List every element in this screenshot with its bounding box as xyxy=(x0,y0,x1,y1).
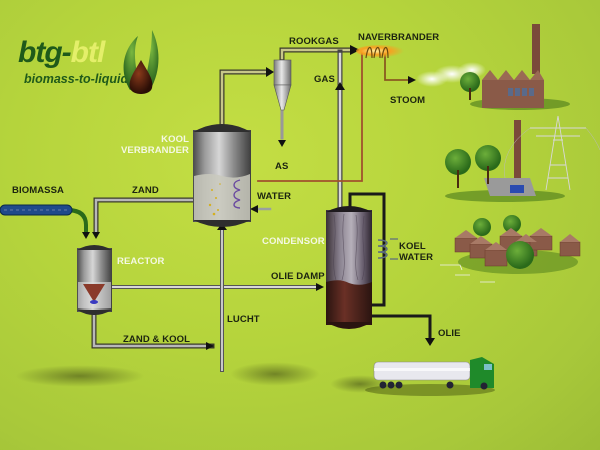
label-zand-kool: ZAND & KOOL xyxy=(123,334,191,345)
oil-tanker-truck-icon xyxy=(365,357,495,396)
label-zand: ZAND xyxy=(132,185,159,196)
factory-icon xyxy=(460,24,570,110)
arrow-head xyxy=(92,232,100,239)
label-biomassa: BIOMASSA xyxy=(12,185,64,196)
pipe-sand-return xyxy=(93,197,196,235)
arrow-head xyxy=(408,76,416,84)
cyclone-separator xyxy=(273,59,292,111)
power-pylon-icon xyxy=(504,115,600,191)
label-condensor: CONDENSOR xyxy=(262,236,325,247)
biomass-conveyor xyxy=(0,204,73,216)
logo-btg: btg- xyxy=(18,36,72,69)
arrow-head xyxy=(250,205,258,213)
arrow-head xyxy=(82,232,90,239)
pipe-flue-gas-to-cyclone xyxy=(219,69,269,128)
pipe-oil-out xyxy=(370,314,432,342)
arrow-head xyxy=(316,283,324,291)
arrow-head xyxy=(278,140,286,147)
label-water: WATER xyxy=(257,191,292,202)
logo-btl: btl xyxy=(70,36,106,69)
pyrolysis-reactor-vessel xyxy=(77,245,112,315)
arrow-head xyxy=(206,342,214,350)
label-lucht: LUCHT xyxy=(227,314,260,325)
logo-leaf-drop-icon xyxy=(123,30,159,94)
logo-tagline: biomass-to-liquid xyxy=(24,72,129,86)
label-stoom: STOOM xyxy=(390,95,426,106)
arrow-head xyxy=(266,67,274,77)
housing-district-icon xyxy=(440,215,581,283)
pipe-condensor-loop xyxy=(348,192,386,307)
pipe-hot-water xyxy=(257,51,363,182)
arrow-head xyxy=(335,82,345,90)
label-as: AS xyxy=(275,161,289,172)
ground-shadow xyxy=(15,365,145,387)
arrow-head xyxy=(425,338,435,346)
arrow-head xyxy=(350,45,360,55)
label-koel-water: WATER xyxy=(399,252,434,263)
label-rookgas: ROOKGAS xyxy=(289,36,339,47)
label-olie: OLIE xyxy=(438,328,461,339)
logo-wordmark: btg-btl xyxy=(18,36,106,70)
label-olie-damp: OLIE DAMP xyxy=(271,271,325,282)
power-plant-icon xyxy=(445,120,565,202)
label-naverbrander: NAVERBRANDER xyxy=(358,32,440,43)
pipe-steam xyxy=(384,51,409,81)
label-gas: GAS xyxy=(314,74,335,85)
label-verbrander: VERBRANDER xyxy=(120,145,189,156)
ground-shadow xyxy=(230,362,320,386)
label-reactor: REACTOR xyxy=(117,256,165,267)
label-kool: KOOL xyxy=(161,134,189,145)
afterburner xyxy=(356,45,404,59)
condensor-vessel xyxy=(326,206,398,329)
char-combustor-vessel xyxy=(193,124,251,227)
label-koel: KOEL xyxy=(399,241,426,252)
